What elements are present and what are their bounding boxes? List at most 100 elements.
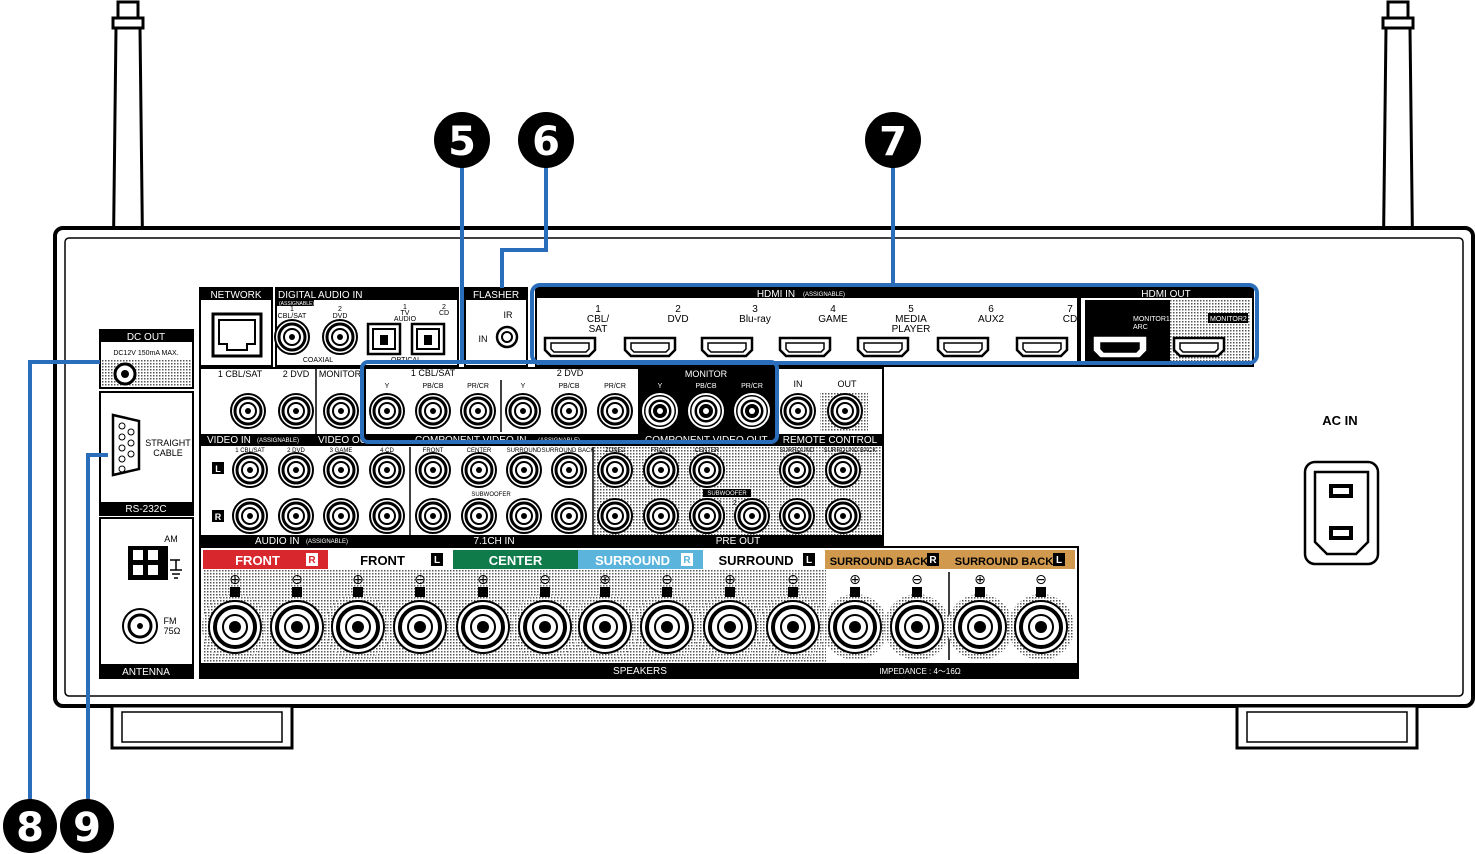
speaker-bar-front-l bbox=[328, 550, 453, 569]
pre-sb-r-jack[interactable] bbox=[824, 497, 862, 535]
ch71-sb-r-jack[interactable] bbox=[550, 497, 588, 535]
svg-text:SURROUND: SURROUND bbox=[507, 448, 542, 454]
comp-in2-pr-jack[interactable] bbox=[596, 392, 634, 430]
speaker-bar-surround-r bbox=[578, 550, 703, 569]
pre-sub2-jack[interactable] bbox=[733, 497, 771, 535]
hdmi-in-7-number: 7 bbox=[1067, 304, 1073, 315]
fm-jack[interactable] bbox=[122, 608, 158, 644]
pre-front-r-jack[interactable] bbox=[642, 497, 680, 535]
video-monitor-out-jack[interactable] bbox=[322, 392, 360, 430]
svg-text:HDMI OUT: HDMI OUT bbox=[1141, 289, 1190, 300]
plus-icon: ⊕ bbox=[229, 571, 241, 587]
hdmi-monitor1-port[interactable] bbox=[1093, 336, 1147, 358]
video-panel: 1 CBL/SAT 2 DVD MONITOR VIDEO IN (ASSIGN… bbox=[199, 367, 373, 446]
comp-out-pr-jack[interactable] bbox=[733, 392, 771, 430]
audio-in-1-r-jack[interactable] bbox=[231, 497, 269, 535]
plus-icon: ⊕ bbox=[477, 571, 489, 587]
ch71-surround-l-jack[interactable] bbox=[505, 451, 543, 489]
hdmi-in-3-port[interactable] bbox=[700, 336, 754, 358]
remote-out-jack[interactable] bbox=[826, 392, 864, 430]
svg-text:AUDIO: AUDIO bbox=[394, 316, 417, 323]
zone2-l-jack[interactable] bbox=[596, 451, 634, 489]
svg-text:SURROUND: SURROUND bbox=[780, 448, 815, 454]
optical-1-port[interactable] bbox=[366, 322, 402, 356]
comp-out-y-jack[interactable] bbox=[641, 392, 679, 430]
svg-text:DC OUT: DC OUT bbox=[127, 332, 165, 343]
video-in-1-jack[interactable] bbox=[229, 392, 267, 430]
comp-out-pb-jack[interactable] bbox=[687, 392, 725, 430]
hdmi-in-7-port[interactable] bbox=[1015, 336, 1069, 358]
svg-text:TV: TV bbox=[401, 310, 410, 317]
hdmi-in-4-port[interactable] bbox=[778, 336, 832, 358]
callout-6: 6 bbox=[518, 112, 574, 168]
zone2-r-jack[interactable] bbox=[596, 497, 634, 535]
hdmi-monitor2-port[interactable] bbox=[1172, 336, 1226, 358]
coaxial-1-jack[interactable] bbox=[273, 318, 311, 356]
hdmi-in-2-port[interactable] bbox=[623, 336, 677, 358]
svg-text:1 CBL/SAT: 1 CBL/SAT bbox=[411, 368, 456, 378]
remote-in-jack[interactable] bbox=[779, 392, 817, 430]
speaker-label-surround-l: SURROUND bbox=[718, 553, 793, 568]
hdmi-in-1-port[interactable] bbox=[543, 336, 597, 358]
audio-in-3-r-jack[interactable] bbox=[322, 497, 360, 535]
comp-in1-pb-jack[interactable] bbox=[414, 392, 452, 430]
audio-in-3-l-jack[interactable] bbox=[322, 451, 360, 489]
audio-in-4-r-jack[interactable] bbox=[368, 497, 406, 535]
callout-lines bbox=[28, 165, 895, 820]
video-in-2-jack[interactable] bbox=[277, 392, 315, 430]
svg-text:1: 1 bbox=[718, 500, 722, 507]
pre-surround-r-jack[interactable] bbox=[778, 497, 816, 535]
optical-2-port[interactable] bbox=[410, 322, 446, 356]
comp-in1-pr-jack[interactable] bbox=[459, 392, 497, 430]
rs232c-port[interactable] bbox=[111, 413, 141, 477]
network-port[interactable] bbox=[211, 312, 263, 358]
plus-icon: ⊕ bbox=[599, 571, 611, 587]
svg-text:VIDEO IN: VIDEO IN bbox=[207, 435, 251, 446]
pre-sb-l-jack[interactable] bbox=[824, 451, 862, 489]
svg-text:SPEAKERS: SPEAKERS bbox=[613, 666, 667, 677]
audio-in-2-l-jack[interactable] bbox=[277, 451, 315, 489]
ch71-surround-r-jack[interactable] bbox=[505, 497, 543, 535]
speaker-badge-surround-l bbox=[803, 553, 815, 566]
comp-in2-pb-jack[interactable] bbox=[550, 392, 588, 430]
ch71-center-r-jack[interactable] bbox=[460, 497, 498, 535]
svg-text:DVD: DVD bbox=[333, 313, 348, 320]
ch71-front-r-jack[interactable] bbox=[414, 497, 452, 535]
ac-inlet[interactable] bbox=[1303, 460, 1380, 566]
ch71-center-jack[interactable] bbox=[460, 451, 498, 489]
audio-in-1-l-jack[interactable] bbox=[231, 451, 269, 489]
svg-text:PB/CB: PB/CB bbox=[695, 383, 716, 390]
svg-text:75Ω: 75Ω bbox=[164, 626, 181, 636]
comp-in2-y-jack[interactable] bbox=[504, 392, 542, 430]
comp-in1-y-jack[interactable] bbox=[368, 392, 406, 430]
svg-text:2 DVD: 2 DVD bbox=[557, 368, 584, 378]
am-terminal[interactable] bbox=[128, 546, 168, 580]
svg-text:(ASSIGNABLE): (ASSIGNABLE) bbox=[306, 539, 348, 545]
svg-text:RS-232C: RS-232C bbox=[125, 504, 166, 515]
svg-text:CBL/SAT: CBL/SAT bbox=[278, 313, 307, 320]
coaxial-2-jack[interactable] bbox=[321, 318, 359, 356]
pre-center-l-jack[interactable] bbox=[688, 451, 726, 489]
pre-sub1-jack[interactable] bbox=[688, 497, 726, 535]
hdmi-in-5-port[interactable] bbox=[856, 336, 910, 358]
hdmi-in-1-label2: SAT bbox=[589, 324, 608, 335]
callout-5: 5 bbox=[434, 112, 490, 168]
hdmi-in-3-label: Blu-ray bbox=[739, 314, 771, 325]
speaker-badge-surround-r bbox=[681, 553, 693, 566]
flasher-in-jack[interactable] bbox=[495, 325, 519, 349]
svg-text:IN: IN bbox=[479, 334, 488, 344]
speaker-bar-front-r bbox=[203, 550, 328, 569]
audio-in-2-r-jack[interactable] bbox=[277, 497, 315, 535]
svg-text:4 CD: 4 CD bbox=[380, 448, 394, 454]
ch71-sb-l-jack[interactable] bbox=[550, 451, 588, 489]
speaker-badge-text-surround-l: L bbox=[806, 555, 812, 566]
pre-front-l-jack[interactable] bbox=[642, 451, 680, 489]
hdmi-in-6-port[interactable] bbox=[936, 336, 990, 358]
svg-text:Y: Y bbox=[521, 383, 526, 390]
svg-text:CABLE: CABLE bbox=[153, 448, 183, 458]
svg-text:FRONT: FRONT bbox=[651, 448, 672, 454]
pre-surround-l-jack[interactable] bbox=[778, 451, 816, 489]
ch71-front-l-jack[interactable] bbox=[414, 451, 452, 489]
audio-in-4-l-jack[interactable] bbox=[368, 451, 406, 489]
